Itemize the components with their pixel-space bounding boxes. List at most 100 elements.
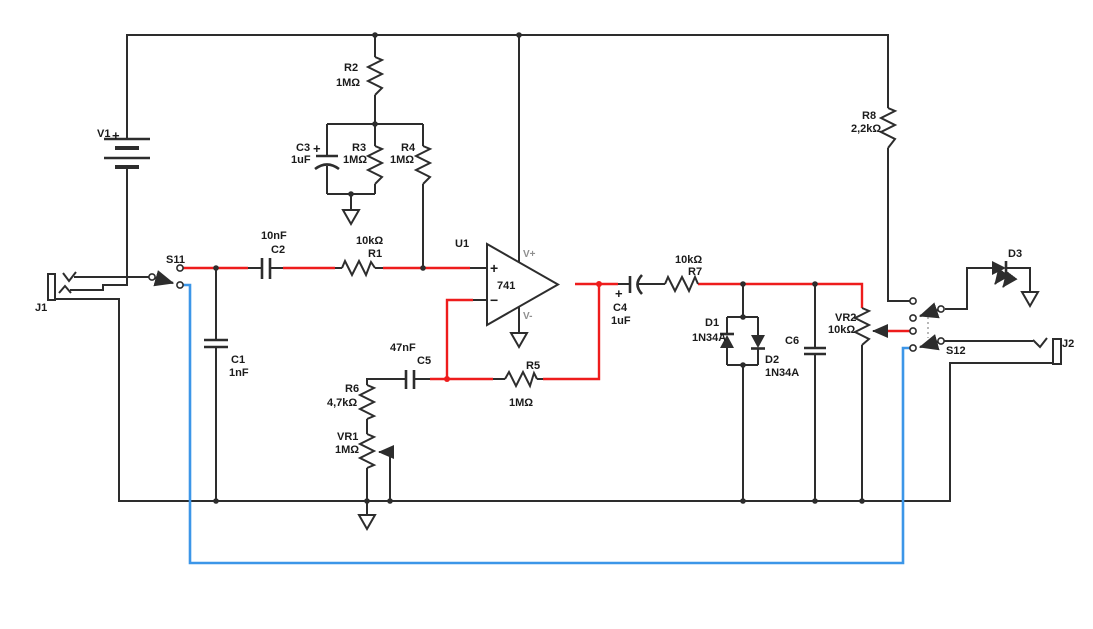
vr1-zigzag: [357, 433, 377, 469]
c2-ref: C2: [271, 244, 285, 256]
r3-zigzag: [365, 145, 385, 185]
r4-value: 1MΩ: [390, 154, 414, 166]
battery-long-plates: [104, 137, 150, 160]
wire-c5-stubs: [366, 378, 430, 385]
component-r6-resistor[interactable]: R6 4,7kΩ: [327, 383, 377, 420]
component-s12-switch[interactable]: S12: [909, 297, 966, 357]
component-s11-switch[interactable]: S11: [148, 254, 185, 289]
wiring-signal: [183, 266, 910, 381]
r2-ref: R2: [344, 62, 358, 74]
wire-battery-to-ring: [70, 167, 128, 291]
wire-r8-to-s12: [887, 148, 910, 302]
s12-throw-effect: [909, 327, 917, 335]
s12-common-led: [937, 305, 945, 313]
c1-value: 1nF: [229, 367, 249, 379]
component-c6-capacitor[interactable]: C6: [785, 335, 826, 356]
r3-ref: R3: [352, 142, 366, 154]
component-c4-capacitor[interactable]: + C4 1uF: [611, 274, 643, 327]
ground-icon-led: [1020, 291, 1040, 309]
vr1-ref: VR1: [337, 431, 358, 443]
u1-triangle: [486, 242, 561, 327]
component-d3-led[interactable]: D3: [992, 248, 1022, 288]
component-u1-opamp[interactable]: U1 + − 741 V+ V-: [455, 238, 561, 327]
component-vr1-potentiometer[interactable]: VR1 1MΩ: [335, 431, 394, 501]
ground-icon-opamp: [509, 332, 529, 350]
s11-ref: S11: [166, 254, 185, 266]
component-r2-resistor[interactable]: R2 1MΩ: [336, 56, 385, 96]
r3-value: 1MΩ: [343, 154, 367, 166]
component-r8-resistor[interactable]: R8 2,2kΩ: [851, 107, 898, 149]
wire-bypass-blue: [183, 283, 910, 565]
j2-body: [1052, 338, 1062, 365]
r1-ref: R1: [368, 248, 382, 260]
r8-zigzag: [878, 107, 898, 149]
component-c1-capacitor[interactable]: C1 1nF: [204, 338, 249, 379]
s12-throw-open: [909, 314, 917, 322]
c1-plates: [204, 338, 228, 349]
j1-ring-contact: [58, 284, 72, 294]
r1-value: 10kΩ: [356, 235, 383, 247]
component-r3-resistor[interactable]: R3 1MΩ: [343, 142, 385, 185]
s12-ref: S12: [946, 345, 966, 357]
v1-ref: V1: [97, 128, 110, 140]
component-r1-resistor[interactable]: 10kΩ R1: [341, 235, 383, 278]
component-c2-capacitor[interactable]: 10nF C2: [260, 230, 287, 279]
component-r4-resistor[interactable]: R4 1MΩ: [390, 142, 433, 185]
component-vr2-potentiometer[interactable]: VR2 10kΩ: [828, 307, 888, 346]
r6-zigzag: [357, 384, 377, 420]
c2-plates: [260, 258, 272, 279]
r5-value: 1MΩ: [509, 397, 533, 409]
vr2-value: 10kΩ: [828, 324, 855, 336]
c5-ref: C5: [417, 355, 431, 367]
d2-ref: D2: [765, 354, 779, 366]
s12-throw-r8: [909, 297, 917, 305]
component-c3-capacitor[interactable]: C3 + 1uF: [291, 141, 340, 171]
d1-value: 1N34A: [692, 332, 726, 344]
red-inverting-input: [445, 298, 473, 379]
s12-lower-lever[interactable]: [918, 334, 940, 351]
s11-throw-bypass: [176, 281, 184, 289]
d1-triangle: [720, 335, 734, 348]
component-j1-jack[interactable]: J1: [35, 271, 77, 314]
c6-plates: [804, 346, 826, 356]
r2-zigzag: [365, 56, 385, 96]
u1-value: 741: [497, 280, 515, 292]
c3-value: 1uF: [291, 154, 311, 166]
s12-upper-lever[interactable]: [918, 302, 940, 319]
r7-value: 10kΩ: [675, 254, 702, 266]
component-v1-battery[interactable]: V1 +: [97, 128, 150, 169]
red-r7-to-vr2: [698, 282, 864, 308]
c4-plus-sign: +: [615, 286, 623, 301]
component-d1-diode[interactable]: D1 1N34A: [692, 317, 734, 348]
r8-ref: R8: [862, 110, 876, 122]
wiring-black: [55, 34, 1054, 502]
r6-ref: R6: [345, 383, 359, 395]
red-feedback-return: [543, 284, 601, 381]
wire-opamp-input-stubs: [470, 267, 487, 301]
r4-zigzag: [413, 145, 433, 185]
s12-throw-bypass: [909, 344, 917, 352]
vr1-wiper[interactable]: [378, 445, 394, 501]
component-c5-capacitor[interactable]: 47nF C5: [390, 342, 431, 389]
component-r7-resistor[interactable]: 10kΩ R7: [664, 254, 702, 294]
component-r5-resistor[interactable]: R5 1MΩ: [504, 360, 540, 409]
c6-ref: C6: [785, 335, 799, 347]
s11-lever[interactable]: [153, 270, 175, 287]
wire-led-branch: [945, 267, 1031, 310]
r8-value: 2,2kΩ: [851, 123, 881, 135]
vr2-ref: VR2: [835, 312, 856, 324]
d3-emission-arrow-2: [1002, 270, 1018, 288]
r7-zigzag: [664, 274, 699, 294]
wire-ground-rail: [55, 298, 1054, 502]
c3-plus-sign: +: [313, 141, 321, 156]
r7-ref: R7: [688, 266, 702, 278]
u1-minus-input-mark: −: [490, 292, 498, 308]
component-d2-diode[interactable]: D2 1N34A: [751, 335, 799, 379]
vr2-zigzag: [852, 307, 872, 346]
j1-tip-contact: [62, 271, 77, 283]
j1-body: [47, 273, 56, 301]
v1-plus-sign: +: [112, 128, 120, 143]
component-j2-jack[interactable]: J2: [1032, 337, 1074, 365]
s11-throw-effect: [176, 264, 184, 272]
